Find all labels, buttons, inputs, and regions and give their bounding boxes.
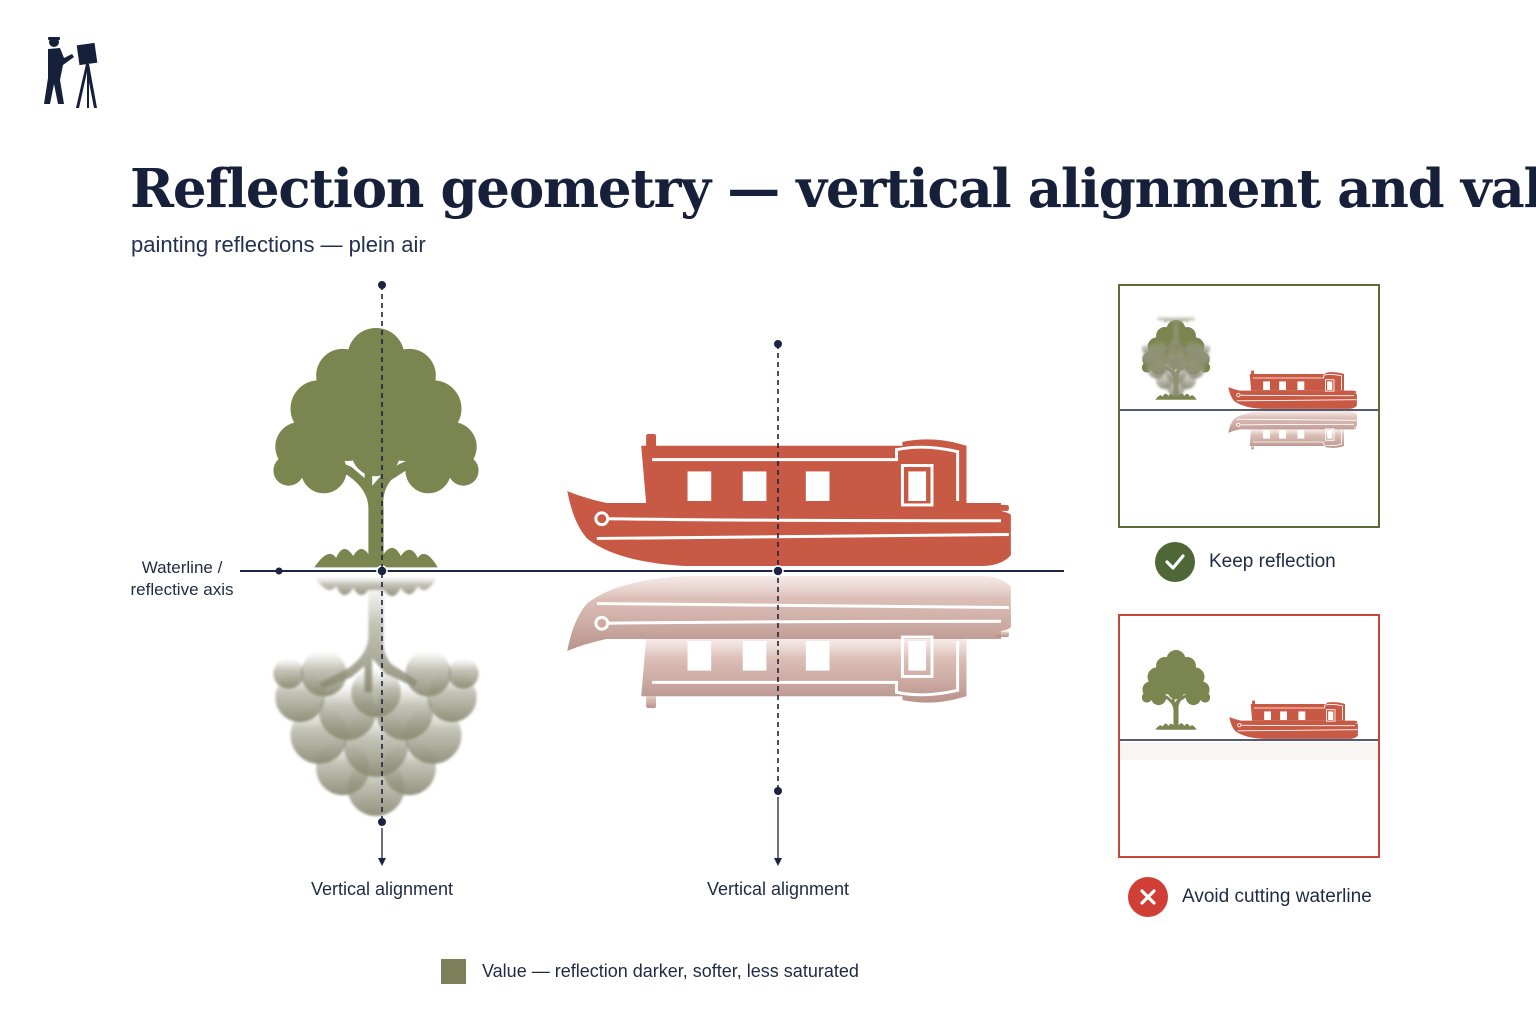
keep-reflection-panel (1118, 284, 1380, 528)
boat-vertical-alignment-label: Vertical alignment (706, 879, 850, 899)
check-icon (1155, 542, 1195, 582)
avoid-cutting-waterline-panel (1118, 614, 1380, 858)
avoid-cutting-waterline-label: Avoid cutting waterline (1182, 886, 1372, 907)
painter-easel-logo-icon (44, 37, 98, 108)
legend-swatch (441, 959, 466, 984)
tree-reflection (273, 576, 479, 816)
x-icon (1128, 877, 1168, 917)
keep-reflection-verdict: Keep reflection (1155, 542, 1336, 582)
value-legend: Value — reflection darker, softer, less … (441, 959, 859, 984)
tree-vertical-alignment-label: Vertical alignment (310, 879, 454, 899)
tree-vertical-axis (378, 281, 386, 866)
page-subtitle: painting reflections — plein air (131, 232, 426, 257)
canal-boat-illustration (566, 432, 1013, 568)
avoid-cutting-waterline-verdict: Avoid cutting waterline (1128, 877, 1372, 917)
tree-illustration (273, 328, 479, 568)
boat-vertical-axis (774, 340, 782, 866)
waterline-label: Waterline / reflective axis (130, 558, 234, 599)
keep-reflection-label: Keep reflection (1209, 551, 1336, 572)
legend-label: Value — reflection darker, softer, less … (482, 961, 859, 981)
boat-reflection (566, 574, 1013, 710)
page-title: Reflection geometry — vertical alignment… (130, 158, 1536, 220)
